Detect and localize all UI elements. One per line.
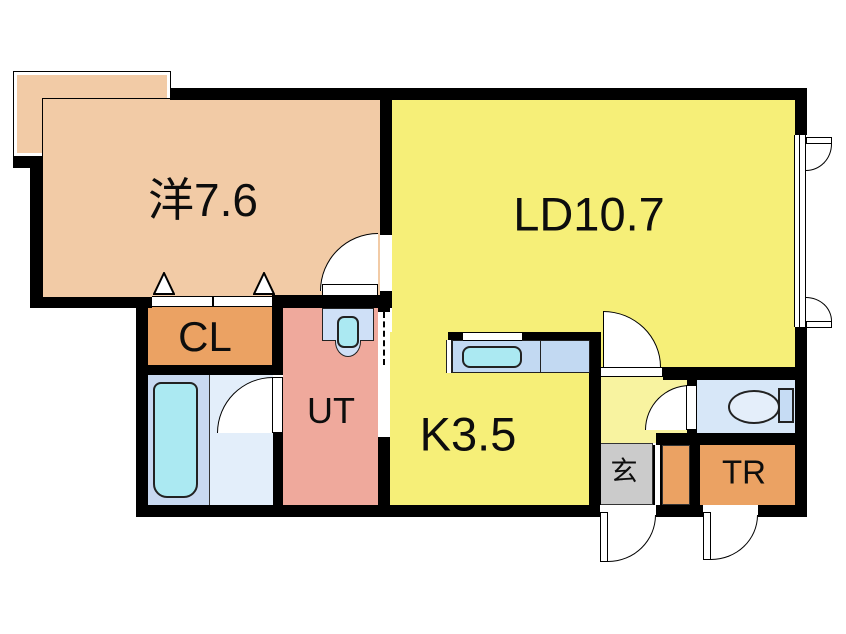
western-door-opening bbox=[380, 235, 392, 291]
bathtub bbox=[153, 382, 198, 498]
kitchen-sink bbox=[462, 346, 522, 368]
bathroom-divider-line bbox=[209, 375, 210, 505]
closet-track-tick bbox=[212, 296, 214, 307]
kitchen-passthrough-window bbox=[463, 332, 522, 341]
wall-balcony-nub bbox=[13, 157, 42, 168]
label-living-dining: LD10.7 bbox=[513, 187, 665, 241]
ld-window bbox=[794, 135, 806, 327]
wall-utility-kitchen-top bbox=[378, 295, 390, 312]
closet-door-triangle-right bbox=[253, 272, 275, 295]
shoe-cabinet-strip bbox=[662, 445, 690, 505]
utility-kitchen-opening bbox=[378, 312, 390, 437]
label-utility: UT bbox=[307, 390, 355, 431]
room-western bbox=[42, 98, 380, 297]
room-living-dining bbox=[392, 100, 795, 367]
wall-utility-kitchen-bottom bbox=[378, 437, 390, 505]
toilet-door-leaf bbox=[686, 385, 697, 430]
wall-bottom-mid-segment bbox=[656, 505, 703, 517]
kitchen-counter-divider bbox=[540, 340, 541, 373]
wall-bath-utility-lower bbox=[273, 433, 283, 505]
washbasin-bowl bbox=[337, 316, 359, 348]
toilet-bowl bbox=[728, 390, 780, 424]
closet-door-triangle-left bbox=[153, 272, 175, 295]
wall-toilet-trunk bbox=[656, 433, 795, 445]
wall-bathroom-top bbox=[136, 365, 283, 375]
label-entrance: 玄 bbox=[610, 456, 638, 487]
trunk-door-leaf bbox=[703, 512, 711, 560]
ld-window-midline bbox=[799, 135, 800, 327]
kitchen-counter-end-line bbox=[446, 340, 452, 373]
toilet-tank bbox=[778, 388, 794, 423]
label-trunk-room: TR bbox=[722, 453, 766, 491]
casement-window-bottom-swing bbox=[806, 297, 832, 321]
wall-kitchen-right bbox=[589, 332, 601, 505]
wall-right-upper bbox=[795, 88, 807, 135]
casement-window-top-swing bbox=[806, 144, 832, 171]
entrance-door-leaf bbox=[600, 512, 608, 562]
wall-ld-bottom bbox=[663, 367, 795, 380]
room-closet bbox=[148, 307, 272, 365]
wall-western-bottom-right bbox=[272, 295, 392, 308]
wall-top bbox=[170, 88, 807, 100]
casement-window-top-leaf bbox=[806, 137, 832, 144]
wall-kitchen-ld-nub bbox=[448, 332, 463, 343]
western-room-door-leaf bbox=[322, 284, 378, 296]
wall-western-bottom-left bbox=[30, 297, 152, 308]
label-kitchen: K3.5 bbox=[419, 407, 517, 461]
ld-hallway-door-threshold bbox=[600, 367, 663, 377]
wall-strip-trunk bbox=[690, 445, 700, 505]
wall-closet-utility bbox=[272, 308, 283, 375]
entrance-door-swing bbox=[608, 515, 656, 562]
room-trunk bbox=[700, 445, 795, 505]
utility-kitchen-dashed-line bbox=[383, 312, 385, 365]
wall-bottom-left-segment bbox=[136, 505, 600, 517]
wall-western-left bbox=[30, 157, 42, 308]
bathroom-door-leaf bbox=[272, 377, 283, 433]
label-closet: CL bbox=[178, 313, 232, 360]
room-entrance-genkan bbox=[600, 443, 653, 505]
wall-left-lower bbox=[136, 297, 148, 517]
casement-window-bottom-leaf bbox=[806, 321, 832, 328]
trunk-door-swing bbox=[711, 515, 758, 560]
entry-doorframe-lines bbox=[653, 445, 662, 505]
wall-hall-toilet-upper bbox=[687, 377, 697, 385]
wall-right-lower bbox=[795, 327, 807, 517]
wall-western-ld-upper bbox=[380, 100, 392, 235]
wall-bottom-right-segment bbox=[758, 505, 807, 517]
label-western-room: 洋7.6 bbox=[148, 174, 258, 226]
